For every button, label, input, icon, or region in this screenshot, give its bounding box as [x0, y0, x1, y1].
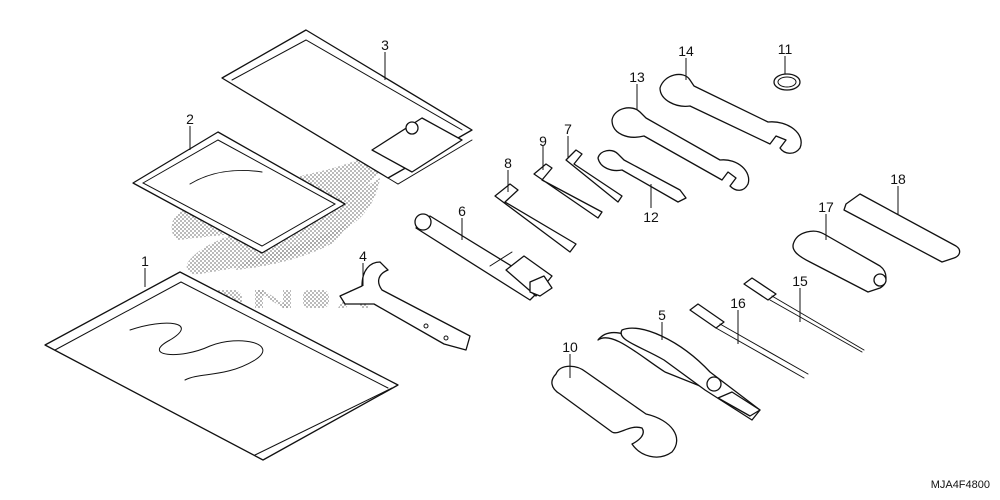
- callout-2: 2: [186, 111, 194, 127]
- part-1-manual-sheet: [44, 271, 399, 461]
- callout-14: 14: [678, 43, 694, 59]
- callout-12: 12: [643, 209, 659, 225]
- callout-13: 13: [629, 69, 645, 85]
- callout-16: 16: [730, 295, 746, 311]
- callout-18: 18: [890, 171, 906, 187]
- part-8-hex-key-large: [494, 183, 577, 253]
- callout-5: 5: [658, 307, 666, 323]
- part-5-pliers: [597, 327, 761, 421]
- part-18-grip-sleeve: [843, 193, 961, 263]
- part-6-socket-wrench: [414, 213, 553, 301]
- callout-11: 11: [778, 41, 793, 57]
- part-12-small-open-wrench: [597, 149, 687, 203]
- callout-17: 17: [818, 199, 834, 215]
- part-7-hex-key-small: [565, 149, 623, 203]
- part-16-screwdriver-b: [689, 303, 809, 379]
- part-10-hook-spanner: [551, 365, 678, 458]
- part-15-screwdriver-a: [743, 277, 865, 353]
- callout-3: 3: [381, 37, 389, 53]
- callout-labels: 1 2 3 4 5 6 7 8 9 10 11 12 13 14 15 16 1…: [141, 37, 906, 355]
- part-11-o-ring: [773, 73, 801, 91]
- leader-lines: [144, 52, 899, 378]
- part-3-tool-bag: [221, 29, 473, 185]
- part-9-hex-key-medium: [533, 163, 603, 219]
- callout-15: 15: [792, 273, 808, 289]
- callout-9: 9: [539, 133, 547, 149]
- part-17-screwdriver-handle: [792, 230, 887, 293]
- drawing-code: MJA4F4800: [931, 479, 990, 491]
- callout-10: 10: [562, 339, 578, 355]
- callout-6: 6: [458, 203, 466, 219]
- callout-4: 4: [359, 248, 367, 264]
- callout-1: 1: [141, 253, 149, 269]
- part-4-pin-spanner: [339, 261, 471, 351]
- callout-8: 8: [504, 155, 512, 171]
- part-13-open-end-wrench-a: [611, 107, 750, 191]
- callout-7: 7: [564, 121, 572, 137]
